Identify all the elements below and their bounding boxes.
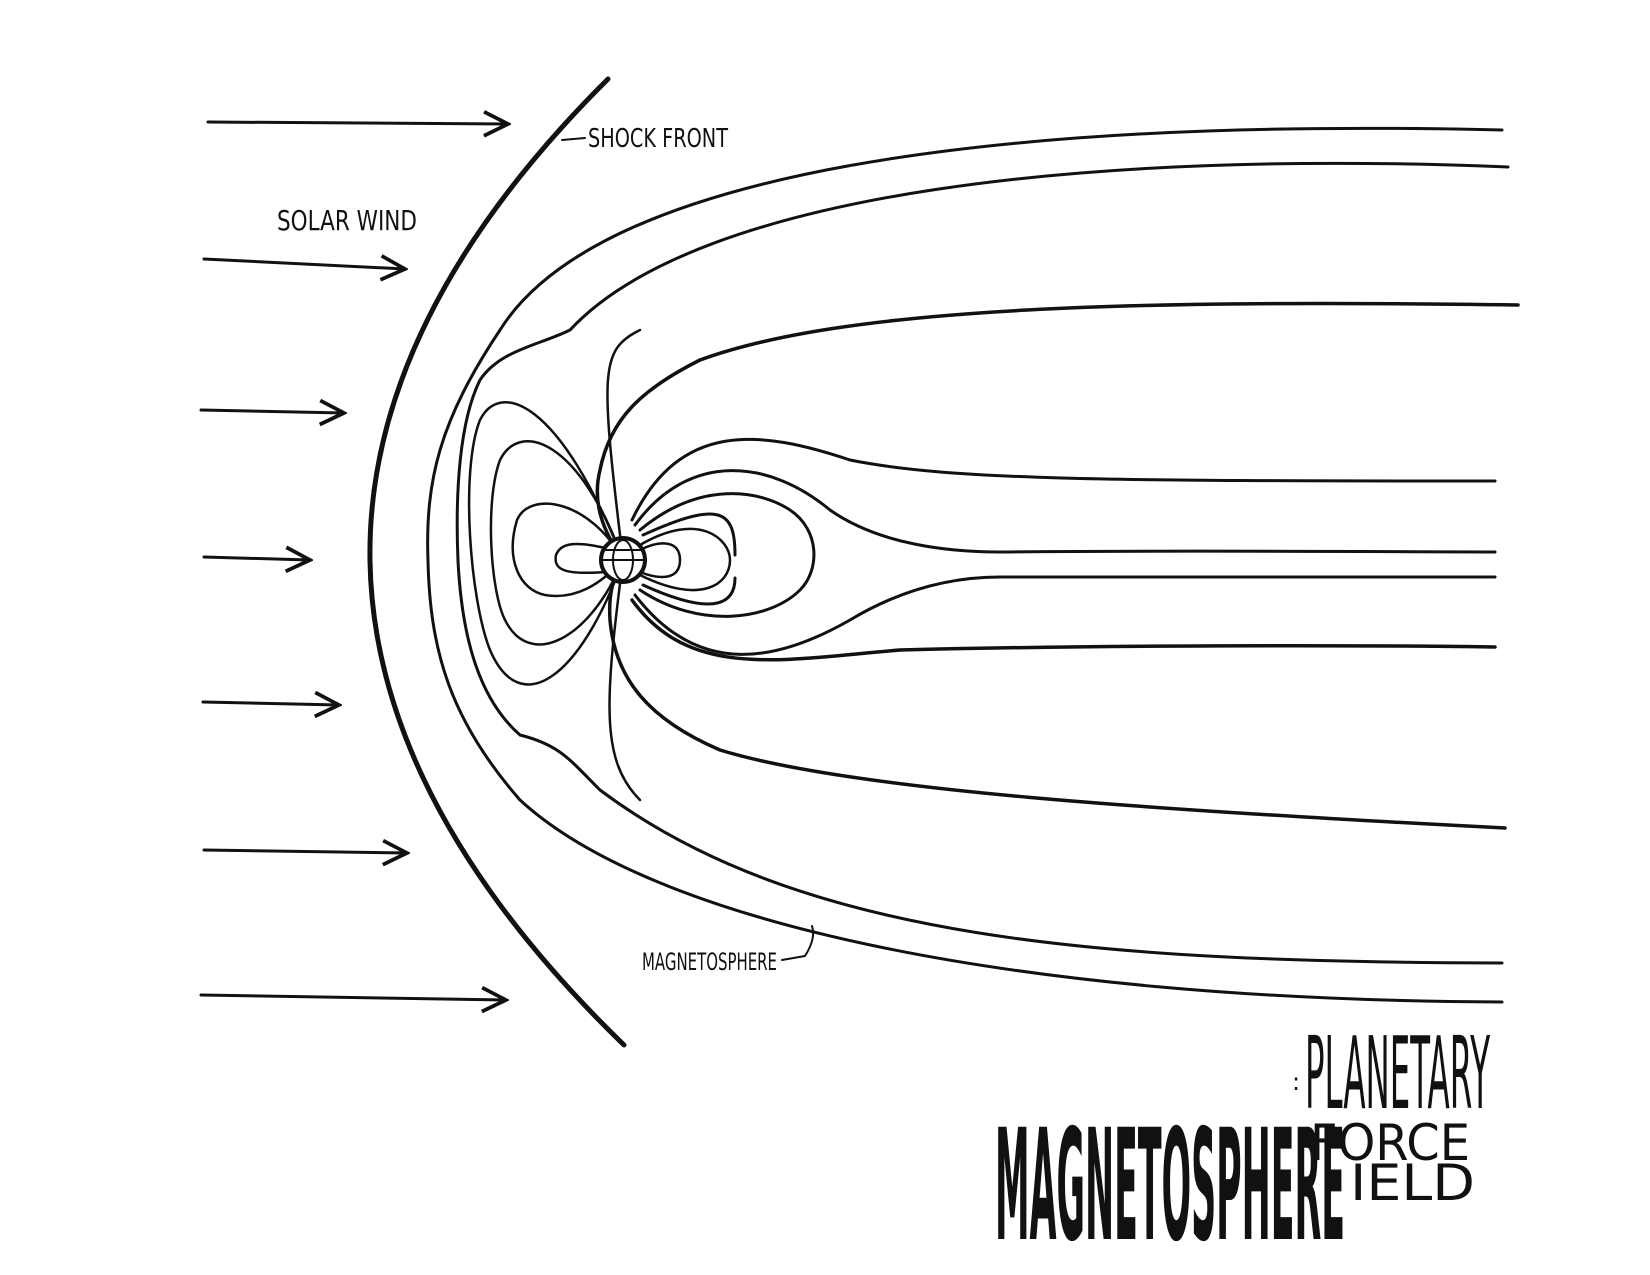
field-line — [607, 558, 1507, 830]
field-line — [638, 492, 816, 618]
shock-front-curve — [367, 76, 627, 1048]
solar-wind-arrow — [199, 995, 506, 1000]
field-line — [608, 558, 642, 802]
field-line — [638, 527, 732, 592]
field-line — [638, 542, 682, 579]
title-sub-1: PLANETARY — [1305, 1016, 1490, 1132]
dayside-field-loops — [467, 328, 642, 802]
outer-field-lines — [426, 126, 1520, 1004]
title-block: MAGNETOSPHERE : PLANETARY FORCE IELD — [995, 1016, 1490, 1275]
solar-wind-arrow — [202, 850, 407, 853]
magnetopause-line — [426, 126, 1504, 1004]
field-line — [633, 575, 1497, 656]
solar-wind-label: SOLAR WIND — [277, 204, 417, 237]
title-sub-2: FORCE — [1310, 1114, 1470, 1172]
title-separator: : — [1292, 1068, 1300, 1096]
field-line — [595, 301, 1520, 562]
nightside-field-lines — [630, 437, 1497, 662]
solar-wind-arrow — [206, 122, 508, 124]
title-main: MAGNETOSPHERE — [995, 1097, 1345, 1275]
solar-wind-arrow — [202, 557, 310, 560]
solar-wind-arrow — [199, 410, 344, 413]
solar-wind-arrow — [201, 702, 339, 705]
shock-front-label: SHOCK FRONT — [588, 124, 728, 154]
field-line — [455, 161, 1510, 965]
shock-front-leader — [561, 137, 586, 141]
planet-earth-icon — [599, 536, 647, 584]
field-line — [606, 328, 642, 562]
field-line — [630, 437, 1497, 522]
magnetosphere-label: MAGNETOSPHERE — [642, 948, 777, 976]
solar-wind-arrows — [199, 122, 508, 1000]
magnetosphere-leader — [781, 925, 815, 961]
field-line — [630, 598, 1497, 662]
title-sub-3: IELD — [1350, 1154, 1475, 1212]
solar-wind-arrow — [202, 259, 405, 269]
field-line — [633, 469, 1497, 554]
field-line — [641, 512, 737, 557]
field-line — [554, 542, 607, 575]
field-line — [641, 576, 737, 606]
field-line — [467, 401, 625, 686]
field-line — [489, 440, 625, 646]
field-line — [511, 502, 625, 598]
